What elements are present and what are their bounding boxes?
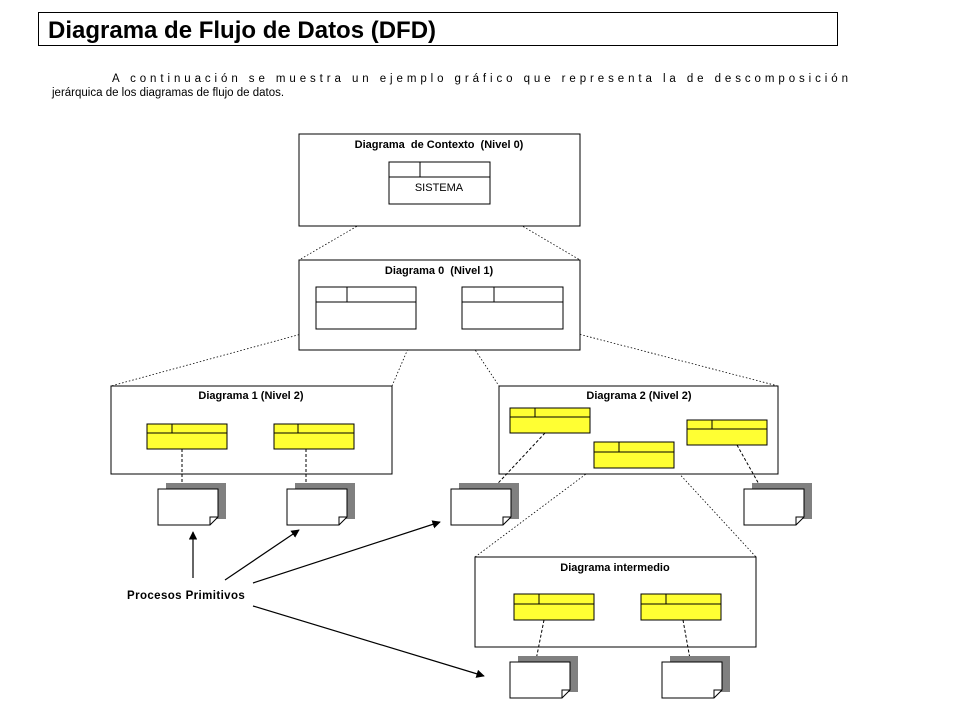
intermediate-process-1 — [513, 593, 595, 621]
level1-process-2 — [461, 286, 564, 330]
diagram2-process-2 — [686, 419, 768, 446]
diagram1: Diagrama 1 (Nivel 2) — [110, 385, 393, 475]
diagram1-process-1 — [146, 423, 228, 450]
intro-line-2: jerárquica de los diagramas de flujo de … — [51, 87, 284, 99]
system-process: SISTEMA — [388, 161, 491, 205]
diagram1-process-2 — [273, 423, 355, 450]
system-label: SISTEMA — [415, 182, 464, 194]
context-diagram-title: Diagrama de Contexto (Nivel 0) — [355, 139, 524, 151]
primitive-document-5 — [509, 656, 578, 699]
level1-diagram-title: Diagrama 0 (Nivel 1) — [385, 265, 494, 277]
primitive-document-4 — [743, 483, 812, 526]
diagram1-title: Diagrama 1 (Nivel 2) — [198, 390, 303, 402]
diagram2-process-3 — [593, 441, 675, 469]
primitive-document-2 — [286, 483, 355, 526]
primitive-document-3 — [450, 483, 519, 526]
diagram2-title: Diagrama 2 (Nivel 2) — [586, 390, 691, 402]
primitive-processes-label: Procesos Primitivos — [127, 590, 245, 602]
primitive-document-6 — [661, 656, 730, 699]
diagram2: Diagrama 2 (Nivel 2) — [498, 385, 779, 475]
primitive-document-1 — [157, 483, 226, 526]
context-diagram: Diagrama de Contexto (Nivel 0) SISTEMA — [298, 133, 581, 227]
page-title: Diagrama de Flujo de Datos (DFD) — [48, 17, 437, 44]
title-box: Diagrama de Flujo de Datos (DFD) — [38, 12, 838, 46]
intermediate-process-2 — [640, 593, 722, 621]
intermediate-diagram-title: Diagrama intermedio — [560, 562, 670, 574]
diagram2-process-1 — [509, 407, 591, 434]
intro-line-1: A continuación se muestra un ejemplo grá… — [112, 73, 848, 85]
level1-process-1 — [315, 286, 417, 330]
level1-diagram: Diagrama 0 (Nivel 1) — [298, 259, 581, 351]
primitive-arrows — [188, 520, 485, 678]
intermediate-diagram: Diagrama intermedio — [474, 556, 757, 648]
